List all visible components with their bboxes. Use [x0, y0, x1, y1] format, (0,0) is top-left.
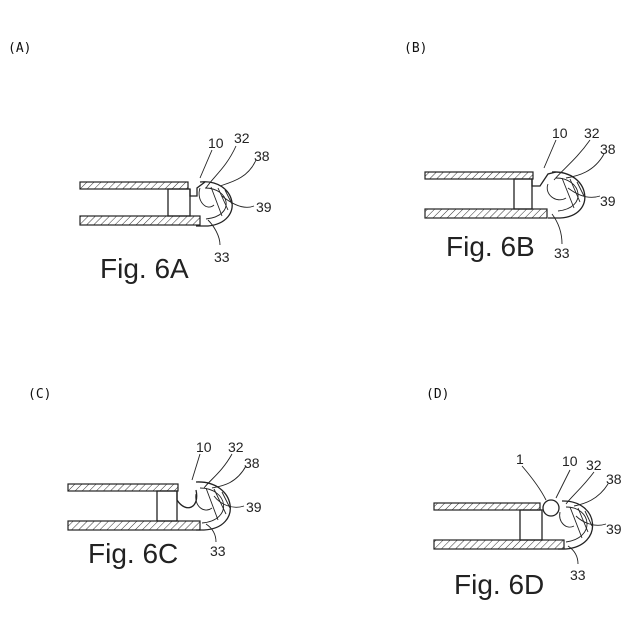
- ref-10: 10: [562, 453, 578, 469]
- figure-caption: Fig. 6D: [454, 569, 544, 600]
- ref-10: 10: [552, 125, 568, 141]
- panel-label: (B): [404, 41, 427, 56]
- ref-10: 10: [208, 135, 224, 151]
- leader-38: [574, 484, 608, 506]
- ref-39: 39: [256, 199, 272, 215]
- leader-1: [522, 466, 546, 500]
- reference-numerals: 10 32 38 39 33: [544, 125, 616, 261]
- connector-drawing: [434, 500, 593, 549]
- panel-d: (D) 1 10 32 38 39 33 Fig. 6D: [426, 387, 622, 600]
- contact-ball: [543, 500, 559, 516]
- lower-plate: [425, 209, 547, 218]
- ref-33: 33: [214, 249, 230, 265]
- ref-33: 33: [554, 245, 570, 261]
- inner-curve: [205, 188, 226, 219]
- inner-curve: [200, 488, 224, 523]
- contact-spring: [547, 184, 566, 200]
- leader-39: [222, 196, 254, 207]
- figure-caption: Fig. 6C: [88, 538, 178, 569]
- housing-block: [157, 491, 177, 521]
- connector-drawing: [425, 172, 585, 218]
- outer-curve: [196, 182, 232, 226]
- ref-39: 39: [606, 521, 622, 537]
- reference-numerals: 10 32 38 39 33: [192, 439, 262, 559]
- ref-38: 38: [606, 471, 622, 487]
- ref-38: 38: [254, 148, 270, 164]
- housing-block: [520, 510, 542, 540]
- figure-caption: Fig. 6B: [446, 231, 535, 262]
- connector-drawing: [68, 482, 230, 530]
- upper-plate: [425, 172, 533, 179]
- leader-10: [200, 150, 212, 178]
- connector-drawing: [80, 182, 232, 226]
- inner-curve: [556, 178, 578, 211]
- ref-32: 32: [228, 439, 244, 455]
- ref-39: 39: [600, 193, 616, 209]
- leader-10: [556, 470, 570, 498]
- leader-38: [566, 154, 604, 178]
- panel-label: (D): [426, 387, 449, 402]
- housing-block: [168, 189, 190, 216]
- lower-plate: [80, 216, 200, 225]
- leader-33: [206, 524, 216, 542]
- ref-32: 32: [584, 125, 600, 141]
- figure-caption: Fig. 6A: [100, 253, 189, 284]
- panel-label: (C): [28, 387, 51, 402]
- ref-32: 32: [586, 457, 602, 473]
- ref-38: 38: [244, 455, 260, 471]
- hatch-lines: [211, 187, 232, 216]
- upper-plate: [80, 182, 188, 189]
- ref-33: 33: [570, 567, 586, 583]
- leader-32: [566, 472, 594, 504]
- reference-numerals: 10 32 38 39 33: [200, 130, 272, 265]
- ref-38: 38: [600, 141, 616, 157]
- ref-39: 39: [246, 499, 262, 515]
- upper-plate: [434, 503, 540, 510]
- ref-33: 33: [210, 543, 226, 559]
- leader-32: [554, 140, 590, 180]
- lower-plate: [434, 540, 564, 549]
- leader-10: [544, 140, 556, 168]
- contact-spring: [199, 188, 214, 207]
- contact-step: [177, 490, 197, 508]
- ref-32: 32: [234, 130, 250, 146]
- reference-numerals: 1 10 32 38 39 33: [516, 451, 622, 583]
- leader-10: [192, 454, 200, 480]
- panel-label: (A): [8, 41, 31, 56]
- panel-b: (B) 10 32 38 39 33 Fig. 6B: [404, 41, 616, 262]
- lower-plate: [68, 521, 200, 530]
- panel-c: (C) 10 32 38 39 33 Fig. 6C: [28, 387, 262, 569]
- leader-38: [212, 466, 246, 488]
- upper-plate: [68, 484, 178, 491]
- ref-10: 10: [196, 439, 212, 455]
- leader-32: [204, 454, 232, 488]
- housing-block: [514, 179, 532, 209]
- hatch-lines: [562, 178, 584, 208]
- panel-a: (A) 10 32 38 39 33 Fig. 6A: [8, 41, 272, 284]
- contact-spring: [560, 512, 574, 527]
- ref-1: 1: [516, 451, 524, 467]
- contact-step: [532, 172, 556, 186]
- contact-step: [190, 182, 205, 196]
- hatch-lines: [206, 488, 230, 520]
